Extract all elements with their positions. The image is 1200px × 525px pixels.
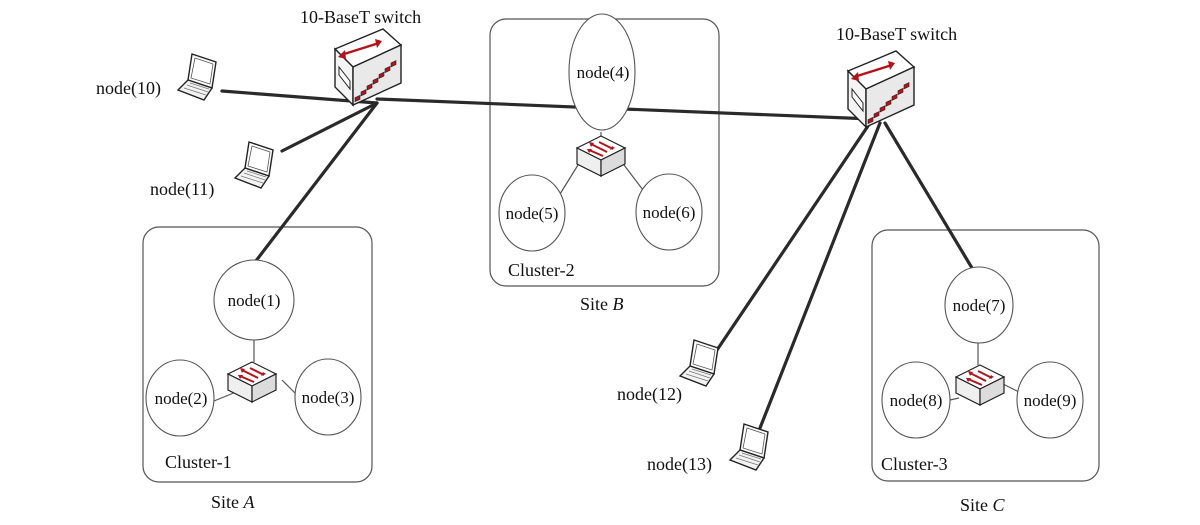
node-9-label: node(9)	[1024, 391, 1077, 410]
left-switch-icon	[333, 27, 403, 107]
site-c-label: Site C	[960, 495, 1006, 515]
node-13-laptop-icon	[729, 423, 769, 471]
node-1-label: node(1)	[228, 291, 281, 310]
cluster-links	[213, 132, 1020, 402]
node-5-label: node(5)	[506, 204, 559, 223]
node-2-label: node(2)	[155, 389, 208, 408]
node-11-label: node(11)	[150, 179, 214, 200]
node-11-laptop-icon	[234, 141, 274, 189]
node-3-label: node(3)	[302, 388, 355, 407]
cluster-2-hub-icon	[576, 135, 626, 177]
node-7-label: node(7)	[953, 296, 1006, 315]
node-7-circle	[944, 266, 1014, 344]
cluster-1-hub-icon	[227, 361, 277, 403]
cluster-3-label: Cluster-3	[881, 454, 948, 474]
node-4-circle	[568, 13, 636, 131]
node-8-label: node(8)	[890, 391, 943, 410]
node-1-circle	[213, 259, 295, 341]
cluster-3-hub-icon	[955, 364, 1005, 406]
node-6-circle	[635, 173, 703, 251]
right-switch-icon	[846, 49, 916, 129]
cluster-2-label: Cluster-2	[508, 260, 575, 280]
backbone-links	[220, 89, 974, 430]
right-switch-label: 10-BaseT switch	[836, 24, 957, 44]
node-6-label: node(6)	[643, 203, 696, 222]
node-9-circle	[1016, 361, 1084, 439]
link-node1-switch-left	[250, 101, 379, 268]
node-4-label: node(4)	[577, 63, 630, 82]
cluster-1-label: Cluster-1	[165, 452, 232, 472]
node-10-label: node(10)	[96, 78, 161, 99]
left-switch-label: 10-BaseT switch	[300, 7, 421, 27]
cluster-1-box	[142, 226, 373, 483]
node-10-laptop-icon	[177, 53, 217, 101]
link-node12-switch-right	[715, 121, 872, 352]
node-3-circle	[294, 358, 362, 436]
link-node7-switch-right	[883, 121, 974, 270]
cluster-3-box	[871, 229, 1100, 482]
node-12-label: node(12)	[617, 384, 682, 405]
node-12-laptop-icon	[679, 339, 719, 387]
node-2-circle	[145, 359, 215, 437]
node-5-circle	[498, 174, 566, 252]
node-13-label: node(13)	[647, 454, 712, 475]
node-8-circle	[881, 361, 951, 439]
site-b-label: Site B	[580, 294, 624, 314]
link-node13-switch-right	[758, 121, 882, 430]
link-node11-switch-left	[280, 101, 379, 153]
site-a-label: Site A	[211, 492, 256, 512]
